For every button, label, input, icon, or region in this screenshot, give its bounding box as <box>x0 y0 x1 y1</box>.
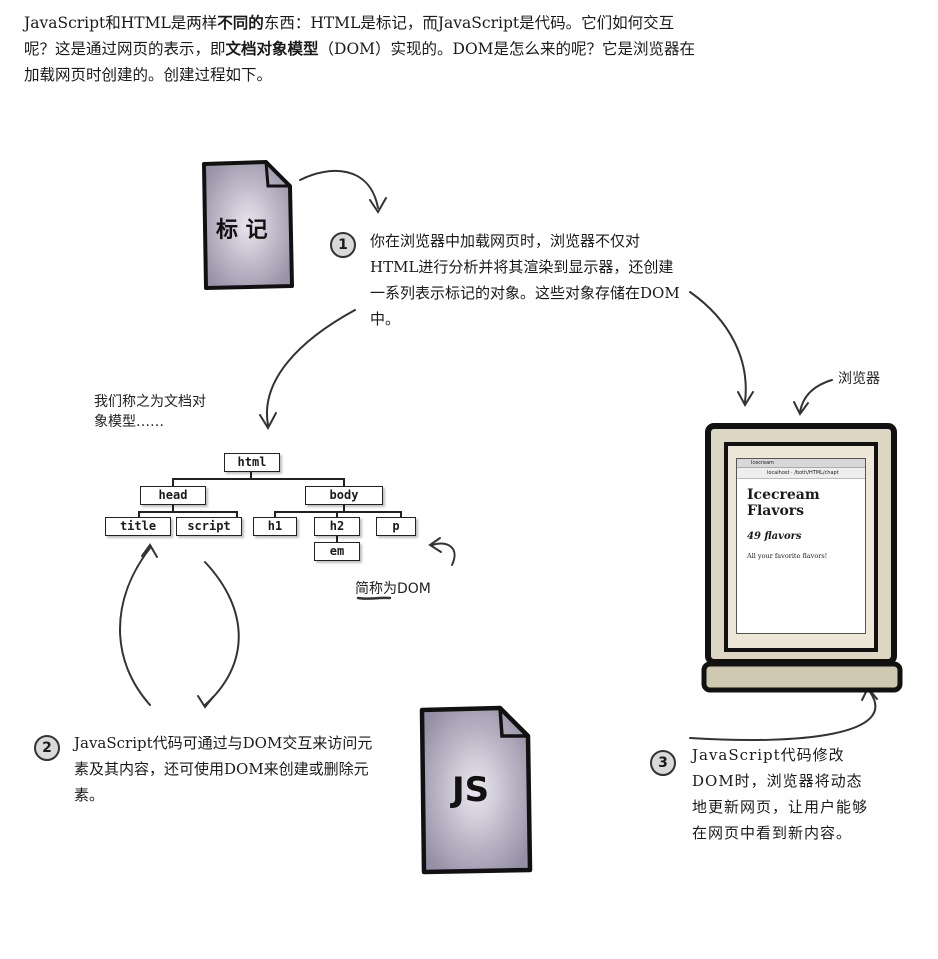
browser-page-h2: 49 flavors <box>747 531 802 542</box>
browser-page-title: Icecream Flavors <box>747 487 820 519</box>
intro-text-2: 东西：HTML是标记，而JavaScript是代码。它们如何交互呢？这是通过网页… <box>24 14 675 58</box>
step2-number: 2 <box>34 735 60 761</box>
node-h2: h2 <box>314 517 360 536</box>
js-document-icon <box>419 705 533 875</box>
arrow-up-left <box>119 547 151 706</box>
browser-annotation: 浏览器 <box>838 371 880 387</box>
node-script: script <box>176 517 242 536</box>
arrow-markup-to-step1 <box>299 169 379 209</box>
dom-tree: html head body title script h1 h2 p em <box>100 448 430 576</box>
intro-text-1: JavaScript和HTML是两样 <box>24 14 218 32</box>
browser-page: Icecream localhost · /both/HTML/chapt Ic… <box>736 458 866 634</box>
step3-text: JavaScript代码修改DOM时，浏览器将动态地更新网页，让用户能够在网页中… <box>692 746 869 842</box>
arrow-dom-short <box>431 542 456 566</box>
step3-number: 3 <box>650 750 676 776</box>
node-p: p <box>376 517 416 536</box>
browser-address-bar: localhost · /both/HTML/chapt <box>737 468 865 479</box>
intro-text-3: （DOM）实现的。DOM是怎么来的呢？它是浏览器在加载网页时创建的。创建过程如下… <box>24 40 696 84</box>
browser-tab: Icecream <box>737 459 865 468</box>
node-h1: h1 <box>253 517 297 536</box>
intro-bold-1: 不同的 <box>217 14 264 32</box>
markup-doc-label: 标 记 <box>216 218 268 243</box>
dom-model-annotation: 我们称之为文档对象模型…… <box>94 394 206 430</box>
node-em: em <box>314 542 360 561</box>
dom-short-annotation: 简称为DOM <box>355 581 431 597</box>
node-html: html <box>224 453 280 472</box>
arrow-label-to-browser <box>799 379 833 413</box>
markup-document-icon <box>202 160 294 290</box>
arrow-step1-to-browser <box>689 291 747 403</box>
node-body: body <box>305 486 383 505</box>
node-head: head <box>140 486 206 505</box>
step1-text: 你在浏览器中加载网页时，浏览器不仅对HTML进行分析并将其渲染到显示器，还创建一… <box>370 232 680 328</box>
browser-page-p: All your favorite flavors! <box>747 552 828 560</box>
node-title: title <box>105 517 171 536</box>
js-doc-label: JS <box>452 770 490 810</box>
arrow-down-right <box>204 561 240 706</box>
step1-number: 1 <box>330 232 356 258</box>
arrow-step1-to-dom <box>265 309 356 426</box>
intro-paragraph: JavaScript和HTML是两样不同的东西：HTML是标记，而JavaScr… <box>24 10 704 88</box>
step2-text: JavaScript代码可通过与DOM交互来访问元素及其内容，还可使用DOM来创… <box>74 734 373 804</box>
arrow-step3-to-browser <box>689 691 877 742</box>
intro-bold-2: 文档对象模型 <box>225 40 319 58</box>
